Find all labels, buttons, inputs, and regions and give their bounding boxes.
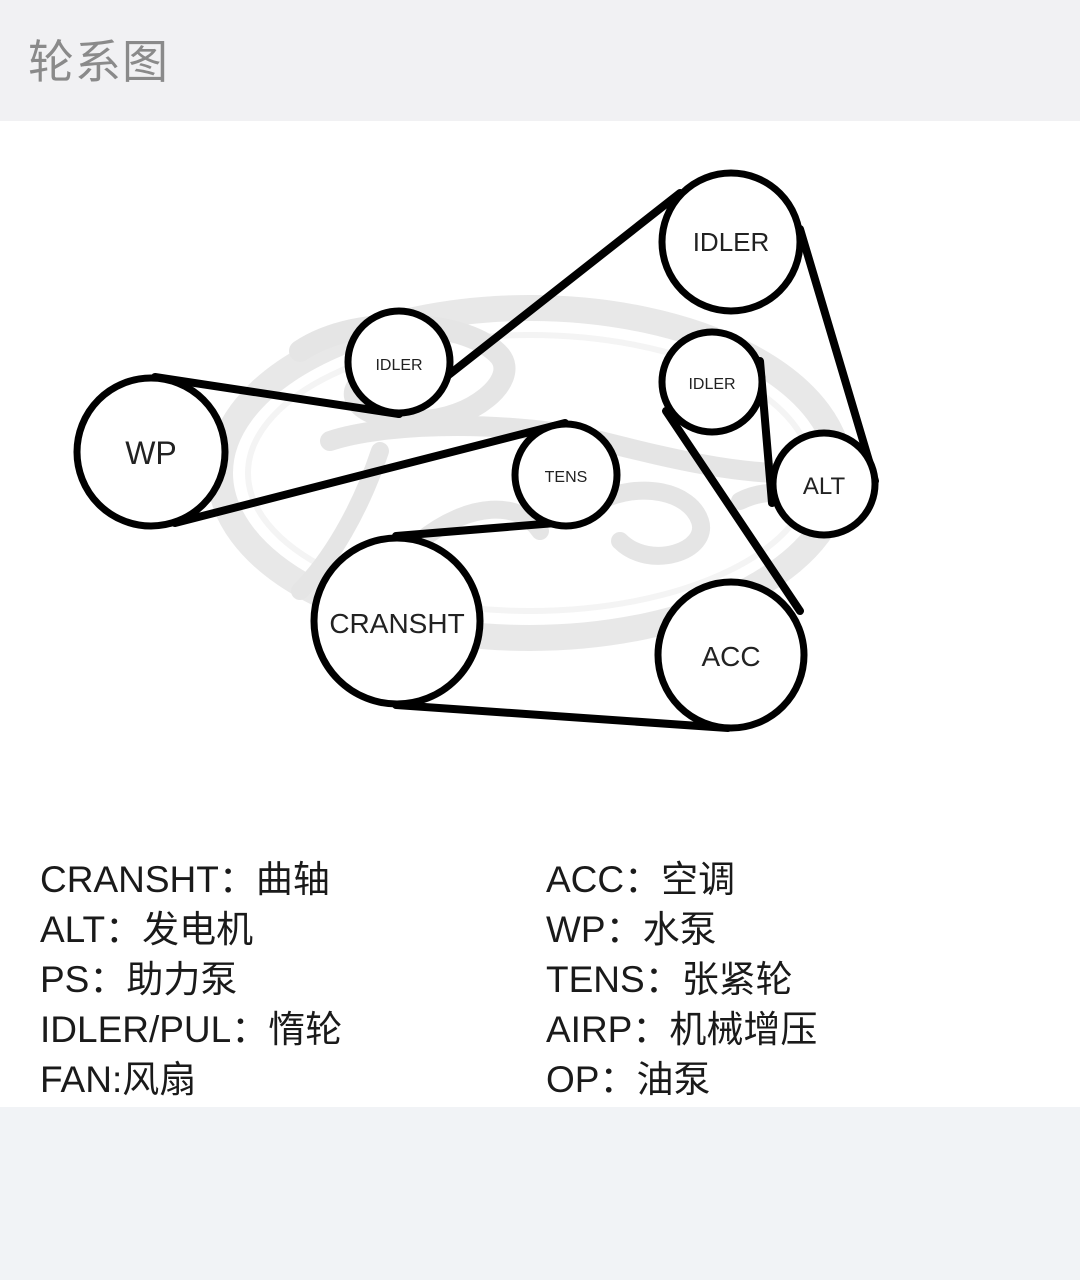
legend-item-alt: ALT：发电机: [40, 905, 253, 955]
legend-meaning: 油泵: [636, 1058, 711, 1101]
legend-separator: ：: [632, 1008, 670, 1051]
pulley-label-tens: TENS: [545, 469, 588, 486]
legend-meaning: 风扇: [122, 1058, 197, 1101]
pulley-label-idler-mid-right: IDLER: [688, 376, 735, 393]
legend-meaning: 助力泵: [126, 958, 238, 1001]
header-bar: 轮系图: [0, 0, 1080, 121]
legend-code: IDLER/PUL: [40, 1009, 232, 1050]
legend-item-tens: TENS：张紧轮: [546, 955, 793, 1005]
legend-item-ps: PS：助力泵: [40, 955, 237, 1005]
legend-separator: ：: [624, 858, 662, 901]
pulley-label-alt: ALT: [803, 473, 846, 500]
legend-item-idler-pul: IDLER/PUL：惰轮: [40, 1005, 342, 1055]
legend-code: PS: [40, 959, 90, 1000]
legend-separator: ：: [231, 1008, 269, 1051]
page-title: 轮系图: [28, 35, 169, 89]
legend-meaning: 发电机: [142, 908, 254, 951]
pulley-idler-top-right: IDLER: [658, 169, 804, 315]
pulley-tens: TENS: [511, 420, 621, 530]
legend-code: TENS: [546, 959, 645, 1000]
legend-separator: :: [111, 1059, 123, 1100]
legend-code: ACC: [546, 859, 625, 900]
legend: CRANSHT：曲轴 ALT：发电机 PS：助力泵 IDLER/PUL：惰轮 F…: [0, 852, 1080, 1107]
legend-separator: ：: [105, 908, 143, 951]
pulley-label-wp: WP: [125, 435, 177, 471]
legend-separator: ：: [644, 958, 682, 1001]
content-area: WP IDLER IDLER IDLER ALT TENS CRANSHT A: [0, 121, 1080, 1107]
belt-routing-diagram: WP IDLER IDLER IDLER ALT TENS CRANSHT A: [73, 169, 879, 732]
belt: [151, 189, 879, 732]
pulley-cranksht: CRANSHT: [310, 534, 484, 708]
pulley-idler-top-left: IDLER: [344, 307, 454, 417]
bottom-blank-area: [0, 1107, 1080, 1280]
legend-separator: ：: [599, 1058, 637, 1101]
legend-code: OP: [546, 1059, 600, 1100]
legend-code: WP: [546, 909, 606, 950]
legend-meaning: 水泵: [642, 908, 717, 951]
legend-separator: ：: [89, 958, 127, 1001]
legend-meaning: 空调: [661, 858, 736, 901]
legend-separator: ：: [218, 858, 256, 901]
legend-code: AIRP: [546, 1009, 633, 1050]
legend-item-airp: AIRP：机械增压: [546, 1005, 817, 1055]
pulley-label-acc: ACC: [701, 641, 760, 672]
legend-item-cranksht: CRANSHT：曲轴: [40, 855, 330, 905]
legend-meaning: 曲轴: [255, 858, 330, 901]
pulley-label-idler-top-left: IDLER: [375, 357, 422, 374]
legend-item-wp: WP：水泵: [546, 905, 717, 955]
legend-code: ALT: [40, 909, 106, 950]
legend-item-acc: ACC：空调: [546, 855, 735, 905]
legend-item-fan: FAN:风扇: [40, 1055, 196, 1105]
legend-meaning: 机械增压: [669, 1008, 818, 1051]
legend-code: CRANSHT: [40, 859, 219, 900]
legend-code: FAN: [40, 1059, 112, 1100]
legend-item-op: OP：油泵: [546, 1055, 710, 1105]
legend-meaning: 张紧轮: [681, 958, 793, 1001]
pulley-alt: ALT: [769, 429, 879, 539]
pulley-wp: WP: [73, 374, 229, 530]
pulley-label-cranksht: CRANSHT: [329, 608, 464, 639]
legend-separator: ：: [605, 908, 643, 951]
legend-meaning: 惰轮: [268, 1008, 343, 1051]
pulley-acc: ACC: [654, 578, 808, 732]
pulley-idler-mid-right: IDLER: [658, 328, 766, 436]
pulley-label-idler-top-right: IDLER: [693, 227, 770, 257]
